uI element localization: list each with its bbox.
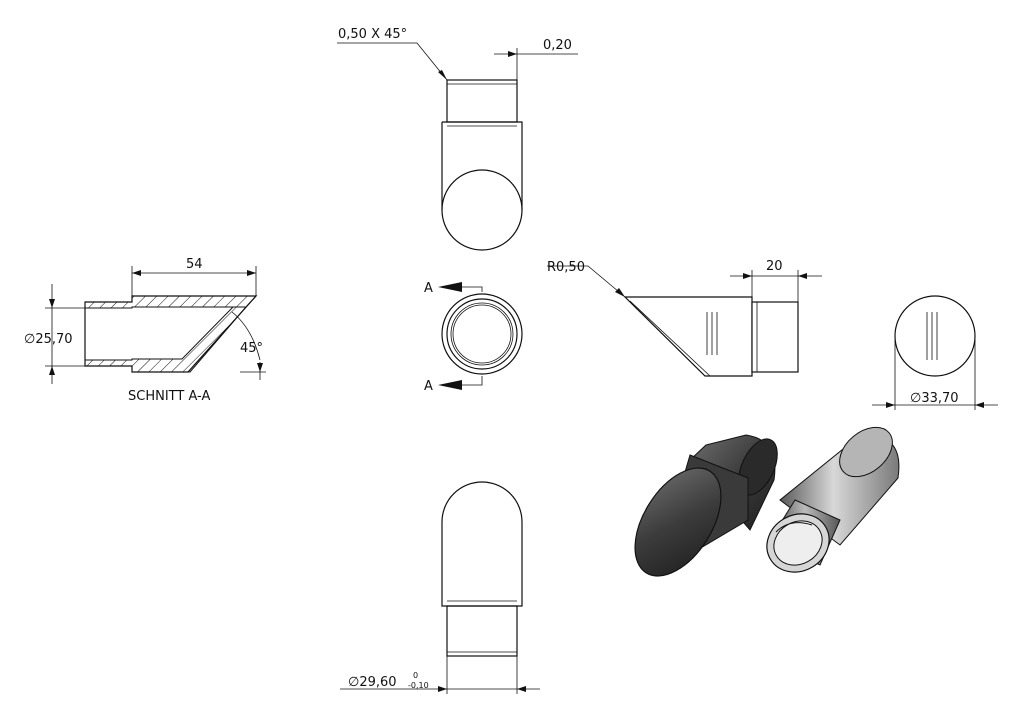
tolerance-upper: 0 xyxy=(413,671,418,680)
section-view: 54 ∅25,70 45° SCHNITT A-A xyxy=(24,257,266,404)
spigot-diameter-dimension: ∅29,60 xyxy=(348,675,397,690)
radius-dimension: R0,50 xyxy=(547,260,585,275)
section-mark-top: A xyxy=(424,281,433,296)
front-view: A A xyxy=(424,281,523,394)
bottom-view: ∅29,60 0 -0,10 xyxy=(340,481,540,694)
render-slant-face xyxy=(634,434,778,577)
chamfer-dimension: 0,50 X 45° xyxy=(338,27,407,42)
side-view: R0,50 20 xyxy=(547,259,822,377)
inner-diameter-dimension: ∅25,70 xyxy=(24,332,73,347)
top-view: 0,50 X 45° 0,20 xyxy=(337,27,578,251)
length-dimension: 54 xyxy=(186,257,203,272)
render-spigot-end xyxy=(766,426,900,573)
lip-dimension: 0,20 xyxy=(543,38,572,53)
section-mark-bottom: A xyxy=(424,379,433,394)
spigot-length-dimension: 20 xyxy=(766,259,783,274)
outer-diameter-dimension: ∅33,70 xyxy=(910,391,959,406)
tolerance-lower: -0,10 xyxy=(408,681,429,690)
angle-dimension: 45° xyxy=(240,341,263,356)
end-view: ∅33,70 xyxy=(872,295,998,410)
section-label: SCHNITT A-A xyxy=(128,389,210,404)
